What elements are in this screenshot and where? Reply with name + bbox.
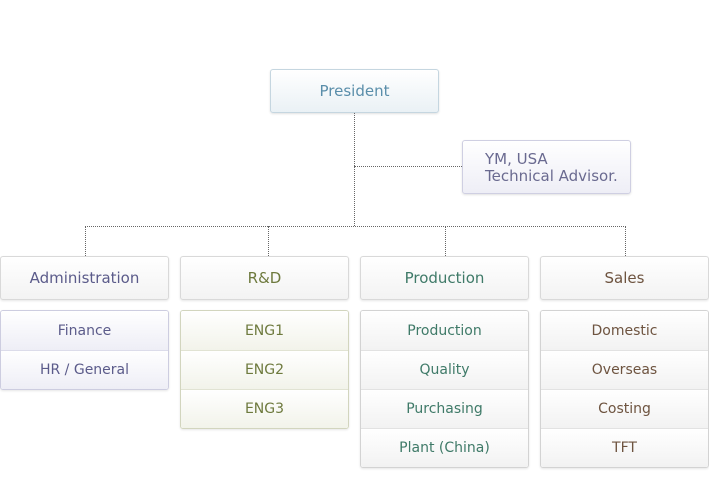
connector-rnd — [268, 226, 269, 256]
org-item-plant-china: Plant (China) — [361, 428, 528, 467]
org-item-domestic: Domestic — [541, 311, 708, 350]
department-administration: Administration — [0, 256, 169, 300]
advisor-line1: YM, USA — [485, 150, 548, 168]
department-label: Administration — [29, 269, 140, 287]
rnd-items: ENG1 ENG2 ENG3 — [180, 310, 349, 429]
advisor-box: YM, USA Technical Advisor. — [462, 140, 631, 194]
org-item-tft: TFT — [541, 428, 708, 467]
department-label: Sales — [604, 269, 645, 287]
org-item-eng3: ENG3 — [181, 389, 348, 428]
connector-administration — [85, 226, 86, 256]
org-item-costing: Costing — [541, 389, 708, 428]
department-label: Production — [404, 269, 485, 287]
org-item-production: Production — [361, 311, 528, 350]
connector-advisor — [354, 166, 462, 167]
connector-horizontal-bus — [85, 226, 626, 227]
org-item-quality: Quality — [361, 350, 528, 389]
department-rnd: R&D — [180, 256, 349, 300]
connector-production — [445, 226, 446, 256]
org-item-eng1: ENG1 — [181, 311, 348, 350]
org-item-overseas: Overseas — [541, 350, 708, 389]
org-item-hr-general: HR / General — [1, 350, 168, 389]
sales-items: Domestic Overseas Costing TFT — [540, 310, 709, 468]
connector-president-down — [354, 113, 355, 226]
department-label: R&D — [247, 269, 282, 287]
president-label: President — [319, 82, 390, 100]
president-box: President — [270, 69, 439, 113]
advisor-line2: Technical Advisor. — [485, 167, 618, 185]
production-items: Production Quality Purchasing Plant (Chi… — [360, 310, 529, 468]
org-item-finance: Finance — [1, 311, 168, 350]
org-item-eng2: ENG2 — [181, 350, 348, 389]
connector-sales — [625, 226, 626, 256]
org-item-purchasing: Purchasing — [361, 389, 528, 428]
administration-items: Finance HR / General — [0, 310, 169, 390]
department-sales: Sales — [540, 256, 709, 300]
department-production: Production — [360, 256, 529, 300]
